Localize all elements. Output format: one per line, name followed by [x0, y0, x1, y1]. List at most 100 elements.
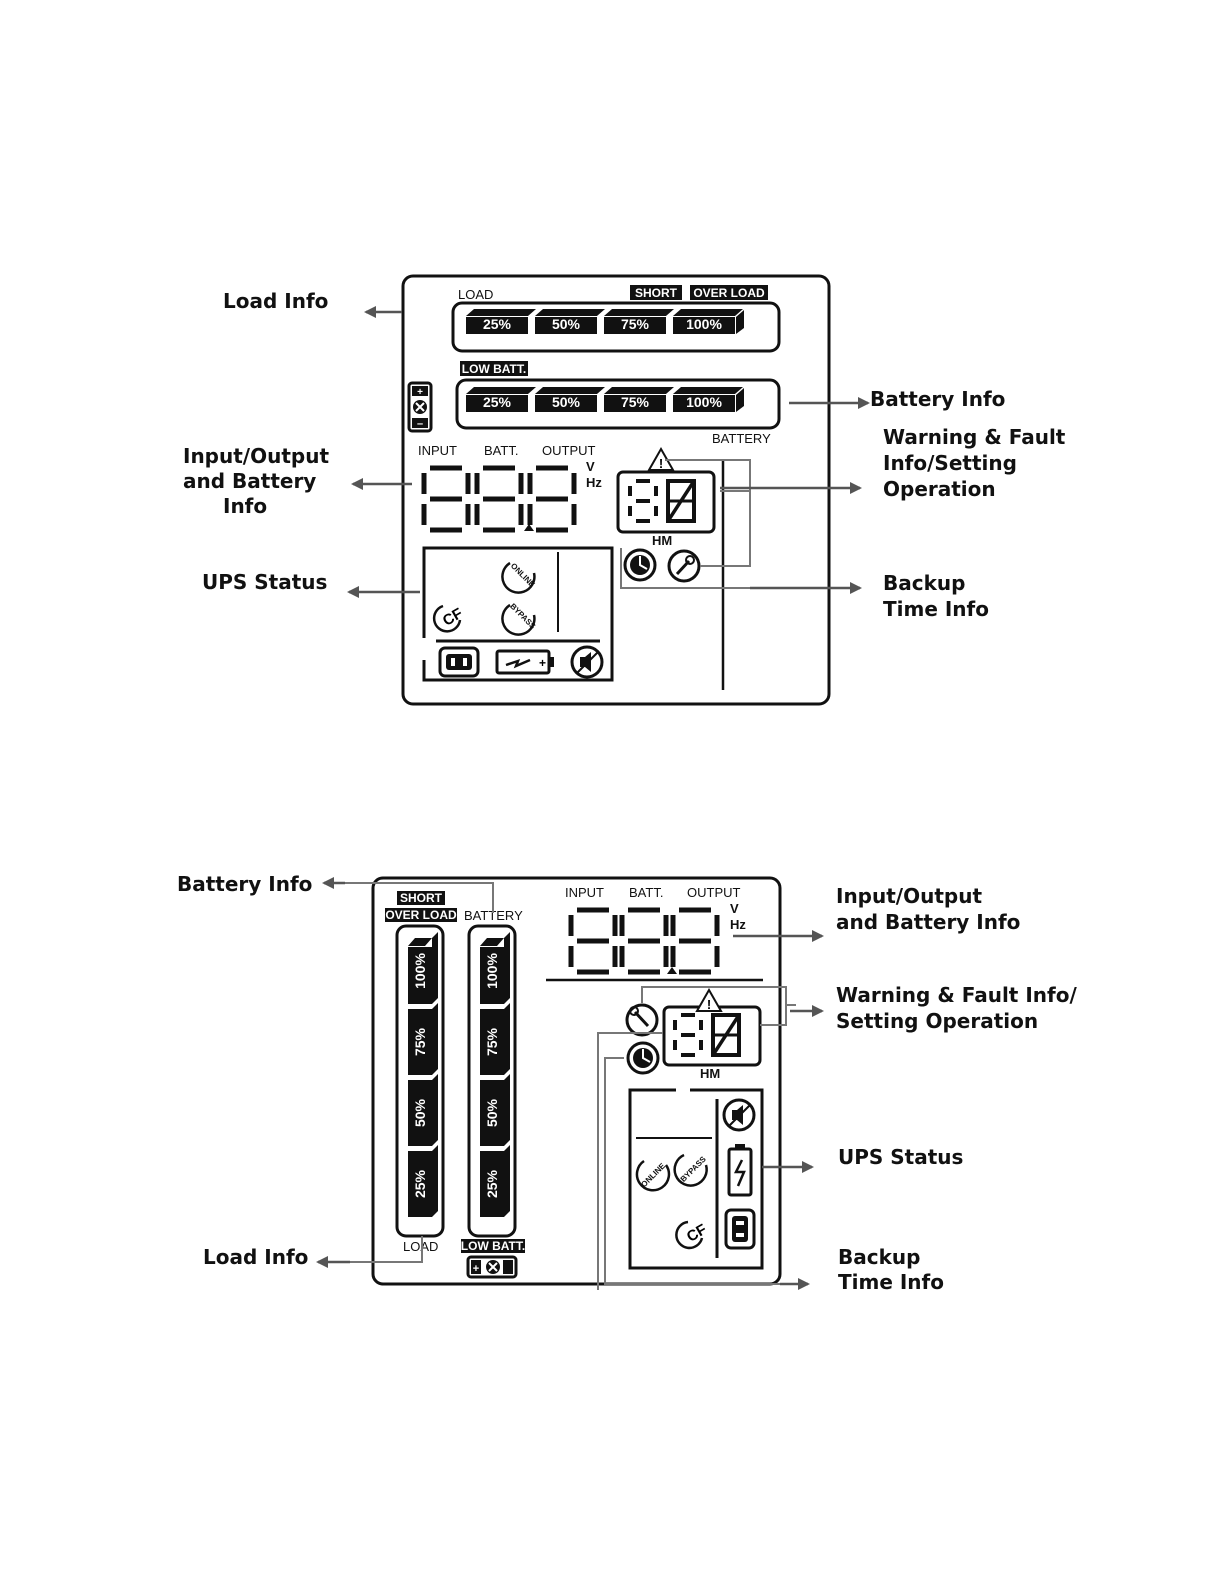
svg-text:50%: 50%: [484, 1098, 500, 1127]
level-segment-50pct: 50%: [535, 387, 605, 412]
callout-warning-1: Warning & Fault: [883, 425, 1066, 449]
warning-code-display: [662, 1005, 762, 1067]
callout-ups-status: UPS Status: [838, 1145, 963, 1169]
digit-eight: [421, 465, 471, 533]
hm-label: HM: [700, 1066, 720, 1081]
svg-text:100%: 100%: [686, 316, 722, 332]
battery-bar-segments: 100% 75% 50% 25%: [480, 932, 510, 1217]
load-label: LOAD: [458, 287, 493, 302]
overload-tag: OVER LOAD: [385, 908, 457, 922]
svg-text:SHORT: SHORT: [400, 891, 443, 905]
svg-text:100%: 100%: [686, 394, 722, 410]
callout-io-info-2: and Battery Info: [836, 910, 1020, 934]
callout-load-info: Load Info: [203, 1245, 308, 1269]
svg-text:LOW BATT.: LOW BATT.: [462, 362, 526, 376]
svg-text:75%: 75%: [412, 1027, 428, 1056]
callout-battery-info: Battery Info: [177, 872, 312, 896]
svg-text:25%: 25%: [483, 316, 512, 332]
callout-battery-info: Battery Info: [870, 387, 1005, 411]
callout-io-info-2: and Battery: [183, 469, 316, 493]
seven-segment-readout: [421, 465, 577, 533]
svg-text:75%: 75%: [621, 394, 650, 410]
callout-io-info-1: Input/Output: [836, 884, 982, 908]
callout-backup-2: Time Info: [883, 597, 989, 621]
online-icon: ONLINE: [635, 1159, 671, 1192]
load-bar-frame: [451, 301, 781, 353]
hz-unit-label: Hz: [586, 475, 602, 490]
svg-text:ONLINE: ONLINE: [509, 561, 537, 589]
lcd-frame-bottom: [371, 876, 782, 1286]
input-label: INPUT: [418, 443, 457, 458]
svg-text:75%: 75%: [484, 1027, 500, 1056]
callout-warning-1: Warning & Fault Info/: [836, 983, 1077, 1007]
cf-converter-icon: CF: [675, 1220, 710, 1250]
callout-warning-3: Operation: [883, 477, 996, 501]
load-bar-segments: 100%75%50%25%: [408, 932, 438, 1217]
volt-unit-label: V: [730, 901, 739, 916]
cf-converter-icon: CF: [432, 604, 466, 633]
battery-bar-segments: 25% 50% 75% 100%: [466, 387, 744, 412]
wrench-icon: [625, 1003, 659, 1037]
ups-status-box: [422, 546, 614, 682]
hz-unit-label: Hz: [730, 917, 746, 932]
digit-eight: [568, 907, 618, 975]
backup-time-icon: [626, 1041, 660, 1075]
svg-text:+: +: [473, 1263, 479, 1275]
svg-text:25%: 25%: [484, 1169, 500, 1198]
svg-text:LOW BATT.: LOW BATT.: [461, 1239, 525, 1253]
battery-bar-frame: [455, 378, 781, 430]
speaker-mute-icon: [722, 1098, 756, 1132]
ac-plug-icon: [724, 1208, 756, 1250]
seven-segment-readout: [568, 907, 720, 975]
battery-fault-icon: +: [466, 1255, 518, 1279]
overload-tag: OVER LOAD: [690, 285, 768, 300]
callout-load-info: Load Info: [223, 289, 328, 313]
svg-text:50%: 50%: [552, 394, 581, 410]
battery-label: BATTERY: [712, 431, 771, 446]
callout-backup-1: Backup: [838, 1245, 920, 1269]
warning-triangle-icon: !: [695, 987, 723, 1012]
battery-charge-icon: [727, 1144, 753, 1197]
online-icon: ONLINE: [501, 561, 537, 594]
short-tag: SHORT: [630, 285, 682, 300]
svg-text:+: +: [539, 656, 546, 670]
decimal-point: [524, 524, 534, 531]
level-segment-100pct: 100%: [673, 387, 744, 412]
callout-ups-status: UPS Status: [202, 570, 327, 594]
diagram-top: LOAD SHORT OVER LOAD 25% 50% 75% 100% LOW B…: [183, 274, 1066, 706]
backup-time-icon: [623, 548, 657, 582]
svg-text:OVER LOAD: OVER LOAD: [693, 286, 765, 300]
level-segment-100pct: 100%: [480, 932, 510, 1004]
digit-eight: [474, 465, 524, 533]
digit-eight: [628, 479, 658, 523]
level-segment-25pct: 25%: [466, 309, 536, 334]
level-segment-100pct: 100%: [408, 932, 438, 1004]
low-batt-tag: LOW BATT.: [460, 361, 528, 376]
battery-label: BATTERY: [464, 908, 523, 923]
leader-lines: [330, 882, 808, 1290]
level-segment-75pct: 75%: [604, 309, 674, 334]
digit-slashed: [711, 1013, 741, 1057]
svg-text:75%: 75%: [621, 316, 650, 332]
level-segment-75pct: 75%: [480, 1003, 510, 1075]
callout-io-info-1: Input/Output: [183, 444, 329, 468]
low-batt-tag: LOW BATT.: [461, 1239, 525, 1253]
level-segment-25pct: 25%: [408, 1145, 438, 1217]
input-label: INPUT: [565, 885, 604, 900]
warning-code-display: [616, 470, 716, 534]
speaker-mute-icon: [570, 645, 604, 679]
diagram-bottom: SHORT OVER LOAD BATTERY 100% 75% 50% 25% 10…: [177, 872, 1077, 1294]
digit-eight: [527, 465, 577, 533]
digit-eight: [619, 907, 669, 975]
svg-text:SHORT: SHORT: [635, 286, 678, 300]
svg-text:!: !: [707, 997, 711, 1012]
svg-text:25%: 25%: [412, 1169, 428, 1198]
callout-warning-2: Setting Operation: [836, 1009, 1038, 1033]
level-segment-75pct: 75%: [604, 387, 674, 412]
level-segment-50pct: 50%: [535, 309, 605, 334]
batt-label: BATT.: [629, 885, 663, 900]
level-segment-25pct: 25%: [480, 1145, 510, 1217]
svg-text:OVER LOAD: OVER LOAD: [385, 908, 457, 922]
svg-text:25%: 25%: [483, 394, 512, 410]
level-segment-75pct: 75%: [408, 1003, 438, 1075]
